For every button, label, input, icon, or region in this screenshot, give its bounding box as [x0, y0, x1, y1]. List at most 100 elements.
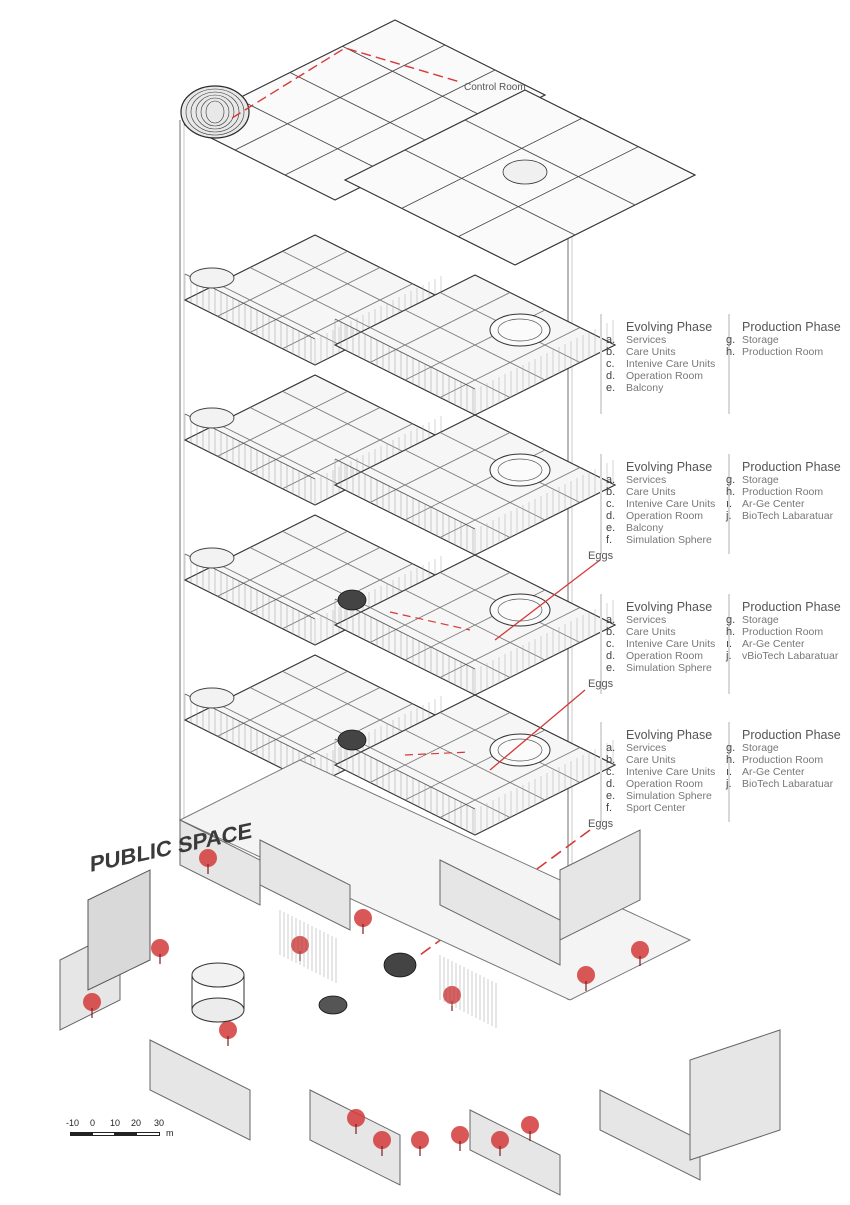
egg-sculpture: [383, 952, 417, 978]
partition-wall: [289, 72, 441, 148]
tree: [354, 909, 372, 927]
partition-wall: [249, 267, 381, 333]
tree: [219, 1021, 237, 1039]
partition-wall: [404, 449, 546, 521]
legend-item-letter: j.: [726, 510, 732, 522]
legend-item-letter: a.: [606, 614, 616, 626]
legend-divider: [600, 314, 602, 414]
surrounding-building: [149, 1039, 251, 1141]
egg-sculpture: [318, 995, 348, 1015]
partition-wall: [404, 309, 546, 381]
legend-item-text: Balcony: [626, 382, 664, 394]
scale-bar: -10 0 10 20 30 m: [66, 1118, 206, 1142]
tree: [631, 941, 649, 959]
legend-item-text: Care Units: [626, 346, 676, 358]
eggs-label: Eggs: [588, 818, 614, 830]
tree: [451, 1126, 469, 1144]
tree: [411, 1131, 429, 1149]
evolving-phase-title: Evolving Phase: [626, 460, 713, 474]
tree: [577, 966, 595, 984]
legend-item-text: vBioTech Labaratuar: [742, 650, 839, 662]
legend-item-letter: g.: [726, 614, 736, 626]
legend-item-text: Care Units: [626, 754, 676, 766]
floor-1-sphere-ring: [497, 318, 543, 342]
eggs-leader: [404, 751, 471, 756]
floor-3-stair: [189, 547, 235, 569]
surrounding-building: [309, 1089, 401, 1186]
legend-item-text: Intenive Care Units: [626, 498, 716, 510]
partition-wall: [458, 146, 639, 238]
public-space-wall: [87, 869, 151, 991]
legend-divider: [600, 594, 602, 694]
control-room-label: Control Room: [464, 82, 526, 93]
pavilion-base: [191, 997, 245, 1023]
legend-item-text: Balcony: [626, 522, 664, 534]
legend-divider: [600, 454, 602, 554]
scale-tick-label: -10: [66, 1118, 80, 1128]
legend-item-letter: b.: [606, 626, 616, 638]
dome-mesh: [185, 88, 245, 136]
legend-item-text: Simulation Sphere: [626, 790, 712, 802]
partition-wall: [369, 327, 511, 398]
legend-item-letter: b.: [606, 486, 616, 498]
evolving-phase-title: Evolving Phase: [626, 728, 713, 742]
legend-item-letter: a.: [606, 474, 616, 486]
legend-item-text: Storage: [742, 334, 779, 346]
legend-item-text: Intenive Care Units: [626, 766, 716, 778]
legend-divider: [728, 594, 730, 694]
tree: [199, 849, 217, 867]
floor-4-egg: [337, 729, 367, 751]
legend-item-letter: d.: [606, 370, 616, 382]
legend-item-letter: g.: [726, 334, 736, 346]
production-phase-title: Production Phase: [742, 728, 841, 742]
partition-wall: [404, 589, 546, 661]
legend-item-text: Operation Room: [626, 370, 704, 382]
evolving-phase-title: Evolving Phase: [626, 320, 713, 334]
dome-mesh: [195, 94, 235, 130]
legend-item-letter: h.: [726, 754, 736, 766]
floor-1-stair: [189, 267, 235, 289]
partition-wall: [282, 250, 413, 317]
legend-item-text: Ar-Ge Center: [742, 498, 805, 510]
dome-mesh: [190, 91, 240, 133]
control-room-leader: [231, 47, 461, 119]
dome-mesh: [200, 97, 230, 127]
legend-item-text: Intenive Care Units: [626, 358, 716, 370]
partition-wall: [464, 119, 636, 206]
scale-tick-label: 0: [90, 1118, 96, 1128]
tree: [347, 1109, 365, 1127]
floor-4-sphere-ring: [497, 738, 543, 762]
surrounding-building: [439, 859, 561, 966]
eggs-leader: [494, 559, 601, 641]
partition-wall: [282, 670, 413, 737]
legend-divider: [600, 722, 602, 822]
legend-item-text: Production Room: [742, 626, 824, 638]
legend-item-text: Care Units: [626, 626, 676, 638]
legend-item-text: BioTech Labaratuar: [742, 510, 834, 522]
surrounding-building: [179, 819, 261, 906]
facade-top: [334, 598, 476, 670]
eggs-leader: [489, 689, 586, 771]
surrounding-building: [599, 1089, 701, 1181]
legend-item-text: Operation Room: [626, 510, 704, 522]
scale-segment: [136, 1132, 160, 1136]
legend-item-letter: b.: [606, 346, 616, 358]
legend-item-letter: h.: [726, 626, 736, 638]
eggs-leader: [389, 611, 471, 631]
legend-item-text: Services: [626, 474, 667, 486]
production-phase-title: Production Phase: [742, 320, 841, 334]
legend-item-letter: a.: [606, 742, 616, 754]
partition-wall: [342, 45, 493, 122]
floor-2-stair: [189, 407, 235, 429]
facade-top: [334, 738, 476, 810]
legend-divider: [728, 454, 730, 554]
scale-unit: m: [166, 1128, 174, 1138]
partition-wall: [369, 467, 511, 538]
legend-item-letter: c.: [606, 638, 615, 650]
legend-item-text: Production Room: [742, 346, 824, 358]
legend-item-letter: c.: [606, 358, 615, 370]
scale-tick-label: 10: [110, 1118, 121, 1128]
